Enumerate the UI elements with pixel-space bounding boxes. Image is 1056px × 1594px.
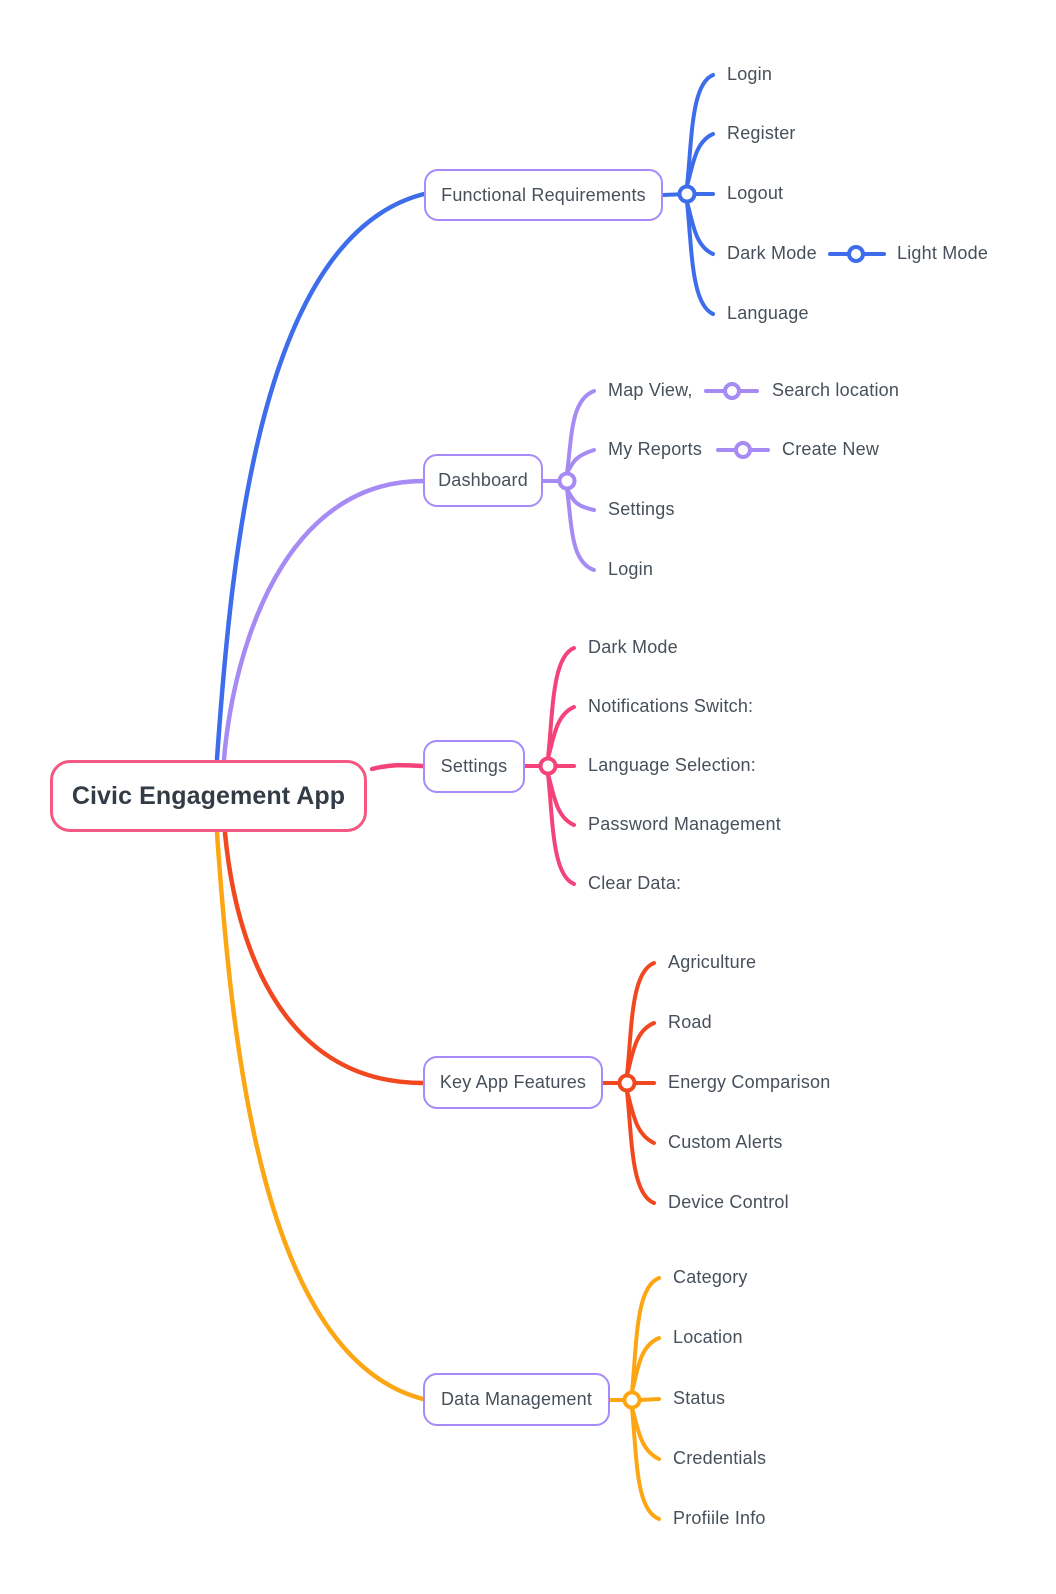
collapse-toggle-my-reports[interactable] [734, 441, 752, 459]
node-fr-logout[interactable]: Logout [727, 183, 784, 204]
node-fr-light-mode[interactable]: Light Mode [897, 243, 989, 264]
branch-node-data-management[interactable]: Data Management [423, 1373, 610, 1426]
collapse-toggle-settings[interactable] [538, 756, 558, 776]
branch-node-dashboard[interactable]: Dashboard [423, 454, 543, 507]
node-kaf-device-control[interactable]: Device Control [668, 1192, 789, 1213]
collapse-toggle-key-app-features[interactable] [617, 1073, 637, 1093]
node-set-notifications-switch[interactable]: Notifications Switch: [588, 696, 754, 717]
node-dash-my-reports[interactable]: My Reports [608, 439, 703, 460]
node-set-dark-mode[interactable]: Dark Mode [588, 637, 678, 658]
node-kaf-agriculture[interactable]: Agriculture [668, 952, 757, 973]
node-fr-dark-mode[interactable]: Dark Mode [727, 243, 817, 264]
node-set-clear-data[interactable]: Clear Data: [588, 873, 682, 894]
node-dash-settings[interactable]: Settings [608, 499, 675, 520]
collapse-toggle-map-view[interactable] [723, 382, 741, 400]
node-dm-profiile-info[interactable]: Profiile Info [673, 1508, 766, 1529]
node-dm-location[interactable]: Location [673, 1327, 743, 1348]
collapse-toggle-dark-mode[interactable] [847, 245, 865, 263]
node-fr-register[interactable]: Register [727, 123, 796, 144]
node-dash-search-location[interactable]: Search location [772, 380, 900, 401]
branch-wires-data-management [214, 830, 661, 1521]
branch-wires-settings [369, 646, 576, 886]
branch-wires-key-app-features [222, 830, 656, 1205]
collapse-toggle-functional-requirements[interactable] [677, 184, 697, 204]
node-dash-login[interactable]: Login [608, 559, 654, 580]
branch-node-key-app-features[interactable]: Key App Features [423, 1056, 603, 1109]
node-dm-credentials[interactable]: Credentials [673, 1448, 767, 1469]
node-fr-language[interactable]: Language [727, 303, 809, 324]
node-set-language-selection[interactable]: Language Selection: [588, 755, 756, 776]
node-kaf-road[interactable]: Road [668, 1012, 712, 1033]
branch-wires-dashboard [221, 382, 770, 762]
node-dm-category[interactable]: Category [673, 1267, 748, 1288]
branch-node-functional-requirements[interactable]: Functional Requirements [424, 169, 663, 221]
node-dash-map-view[interactable]: Map View, [608, 380, 693, 401]
node-set-password-management[interactable]: Password Management [588, 814, 781, 835]
node-dm-status[interactable]: Status [673, 1388, 726, 1409]
node-dash-create-new[interactable]: Create New [782, 439, 880, 460]
branch-wires-functional-requirements [214, 73, 886, 762]
root-node[interactable]: Civic Engagement App [50, 760, 367, 832]
node-kaf-energy-comparison[interactable]: Energy Comparison [668, 1072, 831, 1093]
collapse-toggle-dashboard[interactable] [557, 471, 577, 491]
branch-node-settings[interactable]: Settings [423, 740, 525, 793]
node-kaf-custom-alerts[interactable]: Custom Alerts [668, 1132, 783, 1153]
node-fr-login[interactable]: Login [727, 64, 773, 85]
collapse-toggle-data-management[interactable] [622, 1390, 642, 1410]
